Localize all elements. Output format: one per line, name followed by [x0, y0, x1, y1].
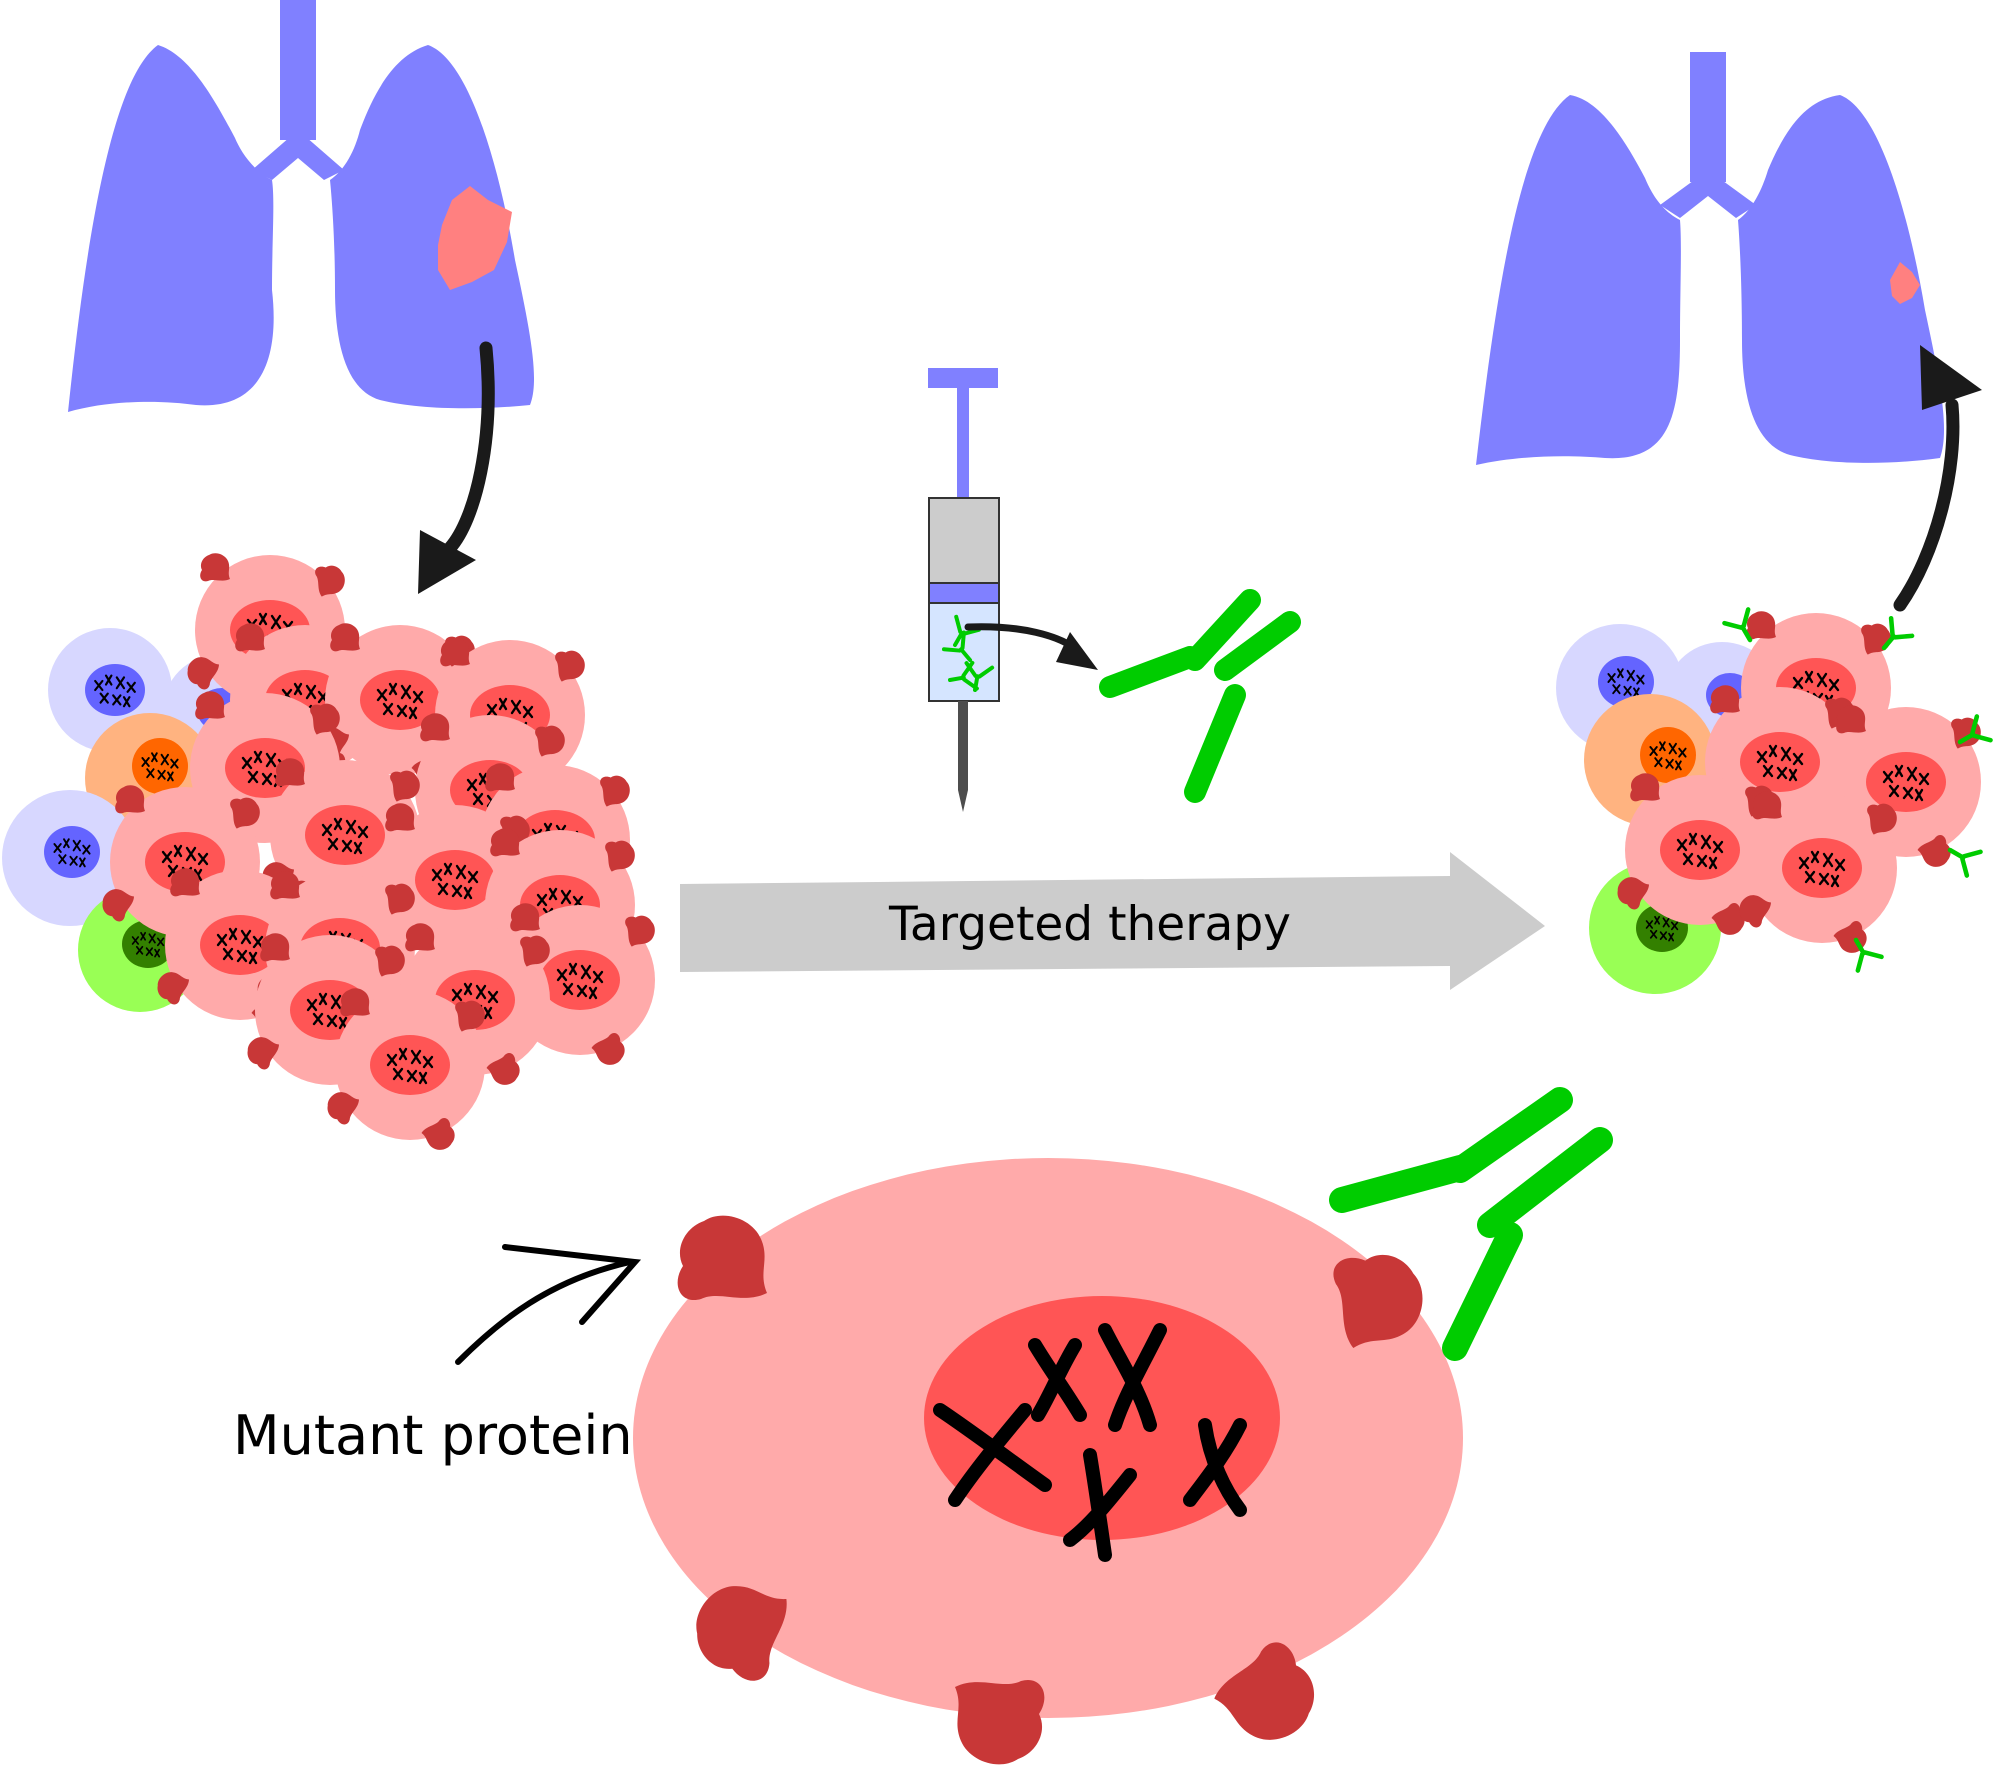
antibody-icon	[1099, 589, 1301, 803]
lungs-icon	[68, 0, 535, 412]
arrow-to-lungs	[1893, 345, 1982, 612]
cancer-cell	[1734, 791, 1899, 958]
mutant-protein	[955, 1679, 1045, 1765]
mutant-protein	[677, 1215, 767, 1301]
cancer-cell-large	[633, 1158, 1463, 1765]
arrow-to-tumor	[418, 341, 495, 594]
tumor-mass-large	[2, 553, 657, 1155]
tumor-icon	[1890, 262, 1920, 304]
cancer-cell	[322, 988, 487, 1155]
tumor-mass-small	[1556, 609, 1991, 994]
immune-cell	[2, 790, 138, 926]
lungs-icon	[1476, 52, 1945, 465]
syringe-icon	[928, 368, 1000, 812]
protein-pointer-arrow	[455, 1244, 642, 1365]
mutant-protein-label: Mutant protein	[233, 1404, 633, 1467]
tumor-icon	[438, 186, 512, 290]
chromosome-icon	[933, 1323, 1247, 1562]
arrow-to-antibody	[964, 623, 1098, 670]
cell-nucleus	[924, 1296, 1280, 1540]
antibody-icon	[1329, 1087, 1613, 1361]
therapy-arrow: Targeted therapy	[680, 852, 1545, 990]
therapy-label: Targeted therapy	[888, 897, 1291, 952]
